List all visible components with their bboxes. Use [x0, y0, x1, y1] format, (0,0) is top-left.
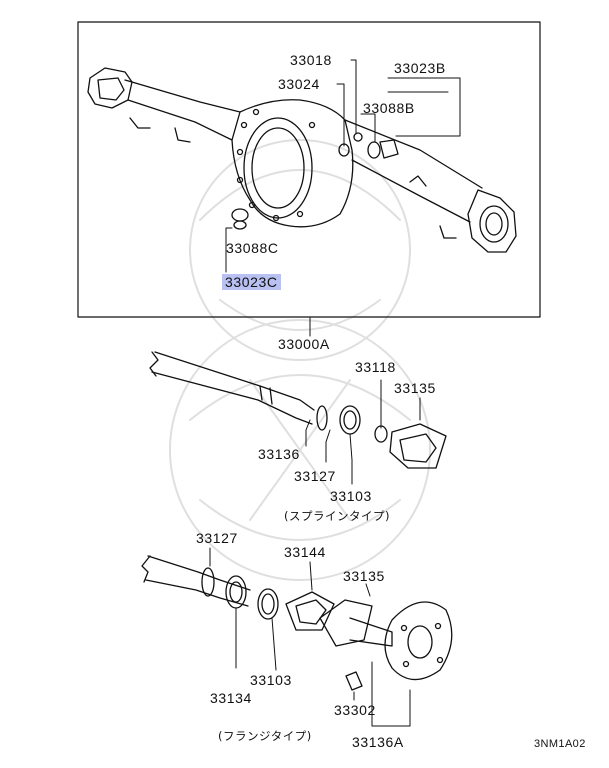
part-label-33018: 33018: [290, 52, 332, 68]
diagram-code: 3NM1A02: [534, 738, 586, 750]
spline-leader-lines: [305, 379, 421, 485]
flange-leader-lines: [209, 547, 411, 727]
part-label-33144: 33144: [284, 544, 326, 560]
part-label-33088b: 33088B: [363, 100, 415, 116]
part-label-33135-spline: 33135: [394, 380, 436, 396]
flange-axle-shaft: [141, 555, 453, 691]
top-leader-lines: [225, 59, 461, 337]
part-label-33118: 33118: [355, 359, 396, 375]
part-label-33000a: 33000A: [278, 336, 330, 352]
axle-housing: [87, 67, 517, 253]
part-label-33136a: 33136A: [352, 734, 404, 750]
spline-type-caption: (スプラインタイプ): [284, 509, 390, 523]
watermark-emblem: [169, 139, 431, 581]
axle-housing-frame: [77, 21, 541, 318]
part-label-33135-flange: 33135: [343, 568, 385, 584]
part-label-33103-flange: 33103: [250, 672, 292, 688]
part-label-33136: 33136: [258, 446, 300, 462]
part-label-33023c-highlighted[interactable]: 33023C: [222, 274, 281, 290]
part-label-33024: 33024: [278, 76, 320, 92]
part-label-33302: 33302: [334, 702, 376, 718]
part-label-33127-flange: 33127: [196, 530, 238, 546]
part-label-33134: 33134: [210, 690, 252, 706]
flange-type-caption: (フランジタイプ): [218, 729, 312, 743]
part-label-33088c: 33088C: [226, 240, 279, 256]
part-label-33103-spline: 33103: [330, 488, 372, 504]
part-label-33127-spline: 33127: [294, 468, 336, 484]
spline-axle-shaft: [149, 351, 447, 469]
part-label-33023b: 33023B: [394, 60, 446, 76]
